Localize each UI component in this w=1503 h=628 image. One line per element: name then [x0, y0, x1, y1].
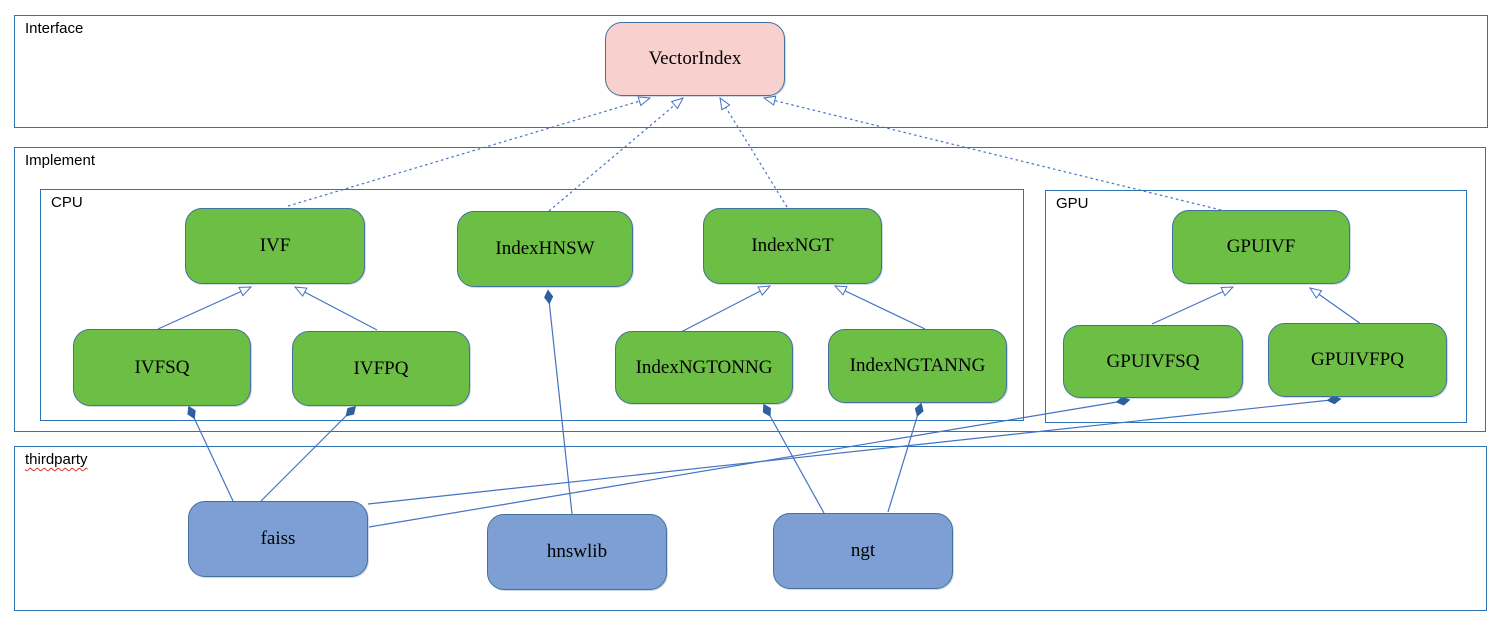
node-ivf[interactable]: IVF	[185, 208, 365, 284]
edge-indexngtanng-indexngt[interactable]	[835, 286, 926, 330]
node-indexhnsw-label: IndexHNSW	[495, 238, 595, 259]
node-gpuivfsq[interactable]: GPUIVFSQ	[1063, 325, 1243, 398]
section-cpu-label: CPU	[51, 194, 83, 211]
node-indexngtonng-label: IndexNGTONNG	[635, 356, 773, 378]
node-vectorindex[interactable]: VectorIndex	[605, 22, 785, 96]
section-gpu-label: GPU	[1056, 195, 1089, 212]
section-gpu[interactable]: GPU	[1045, 190, 1467, 423]
edge-indexngt-vectorindex[interactable]	[720, 98, 788, 208]
node-ivf-label: IVF	[259, 235, 291, 256]
node-indexngtanng[interactable]: IndexNGTANNG	[828, 329, 1007, 403]
node-hnswlib[interactable]: hnswlib	[487, 514, 667, 590]
edge-faiss-ivfsq[interactable]	[187, 405, 234, 502]
section-interface-label: Interface	[25, 20, 84, 37]
edge-faiss-ivfpq[interactable]	[260, 405, 357, 502]
edge-ngt-indexngtanng[interactable]	[887, 402, 924, 513]
node-gpuivfpq[interactable]: GPUIVFPQ	[1268, 323, 1447, 397]
node-ivfsq[interactable]: IVFSQ	[73, 329, 251, 406]
edge-ivfsq-ivf[interactable]	[157, 286, 251, 330]
edge-indexhnsw-vectorindex[interactable]	[548, 98, 683, 212]
node-ngt-label: ngt	[850, 540, 876, 561]
section-cpu[interactable]: CPU	[40, 189, 1024, 421]
edge-ivfpq-ivf[interactable]	[295, 287, 378, 331]
node-hnswlib-label: hnswlib	[546, 541, 608, 562]
node-ngt[interactable]: ngt	[773, 513, 953, 589]
node-faiss[interactable]: faiss	[188, 501, 368, 577]
edge-indexngtonng-indexngt[interactable]	[680, 286, 770, 333]
node-indexngt-label: IndexNGT	[751, 235, 834, 256]
edge-gpuivfpq-gpuivf[interactable]	[1310, 288, 1362, 325]
edge-ngt-indexngtonng[interactable]	[762, 403, 825, 514]
node-gpuivfsq-label: GPUIVFSQ	[1106, 350, 1200, 372]
node-gpuivf[interactable]: GPUIVF	[1172, 210, 1350, 284]
section-interface[interactable]: Interface	[14, 15, 1488, 128]
node-gpuivfpq-label: GPUIVFPQ	[1311, 349, 1404, 370]
section-thirdparty[interactable]: thirdparty	[14, 446, 1487, 611]
node-vectorindex-label: VectorIndex	[648, 48, 742, 69]
node-indexngtonng[interactable]: IndexNGTONNG	[615, 331, 793, 404]
section-thirdparty-label: thirdparty	[25, 451, 88, 468]
node-gpuivf-label: GPUIVF	[1226, 236, 1296, 257]
edge-hnswlib-indexhnsw[interactable]	[544, 289, 573, 515]
node-indexngtanng-label: IndexNGTANNG	[849, 355, 986, 376]
edge-ivf-vectorindex[interactable]	[287, 98, 650, 207]
section-implement-label: Implement	[25, 152, 96, 169]
edge-faiss-gpuivfsq[interactable]	[368, 396, 1131, 528]
section-implement[interactable]: Implement	[14, 147, 1486, 432]
node-ivfpq[interactable]: IVFPQ	[292, 331, 470, 406]
edge-faiss-gpuivfpq[interactable]	[367, 395, 1342, 505]
node-ivfpq-label: IVFPQ	[353, 357, 409, 379]
edge-gpuivf-vectorindex[interactable]	[764, 98, 1222, 211]
node-indexhnsw[interactable]: IndexHNSW	[457, 211, 633, 287]
node-faiss-label: faiss	[260, 528, 296, 549]
edge-gpuivfsq-gpuivf[interactable]	[1151, 287, 1233, 325]
node-ivfsq-label: IVFSQ	[134, 356, 190, 378]
node-indexngt[interactable]: IndexNGT	[703, 208, 882, 284]
